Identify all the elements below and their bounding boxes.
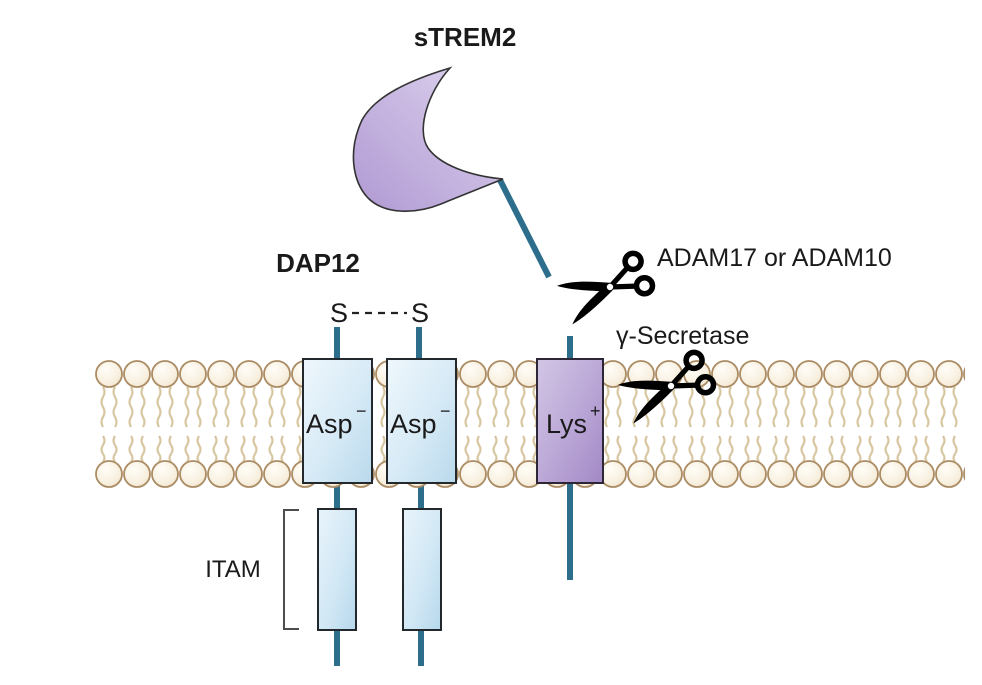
trem2-tm-domain — [536, 358, 604, 484]
adam-label: ADAM17 or ADAM10 — [657, 244, 892, 272]
strem2-stalk — [497, 178, 552, 279]
dap12-tm-domain-2 — [386, 358, 457, 484]
lipid-bilayer — [95, 360, 965, 488]
asp2-charge-sign: − — [440, 401, 451, 421]
itam-bracket — [283, 509, 299, 630]
dap12-label: DAP12 — [276, 248, 360, 278]
gamma-secretase-label: γ-Secretase — [616, 322, 749, 350]
adam-scissors-icon — [557, 250, 653, 332]
lys-label: Lys — [546, 409, 587, 439]
disulfide-s-left: S — [330, 298, 348, 328]
itam-domain-2 — [402, 508, 442, 631]
lys-charge-sign: + — [590, 401, 601, 421]
itam-label: ITAM — [205, 556, 261, 583]
asp1-charge-sign: − — [356, 401, 367, 421]
dap12-tm-domain-1 — [302, 358, 373, 484]
strem2-crescent — [352, 66, 504, 212]
asp1-label: Asp — [306, 409, 353, 439]
disulfide-s-right: S — [411, 298, 429, 328]
asp2-label: Asp — [390, 409, 437, 439]
strem2-label: sTREM2 — [414, 22, 517, 52]
itam-domain-1 — [317, 508, 357, 631]
